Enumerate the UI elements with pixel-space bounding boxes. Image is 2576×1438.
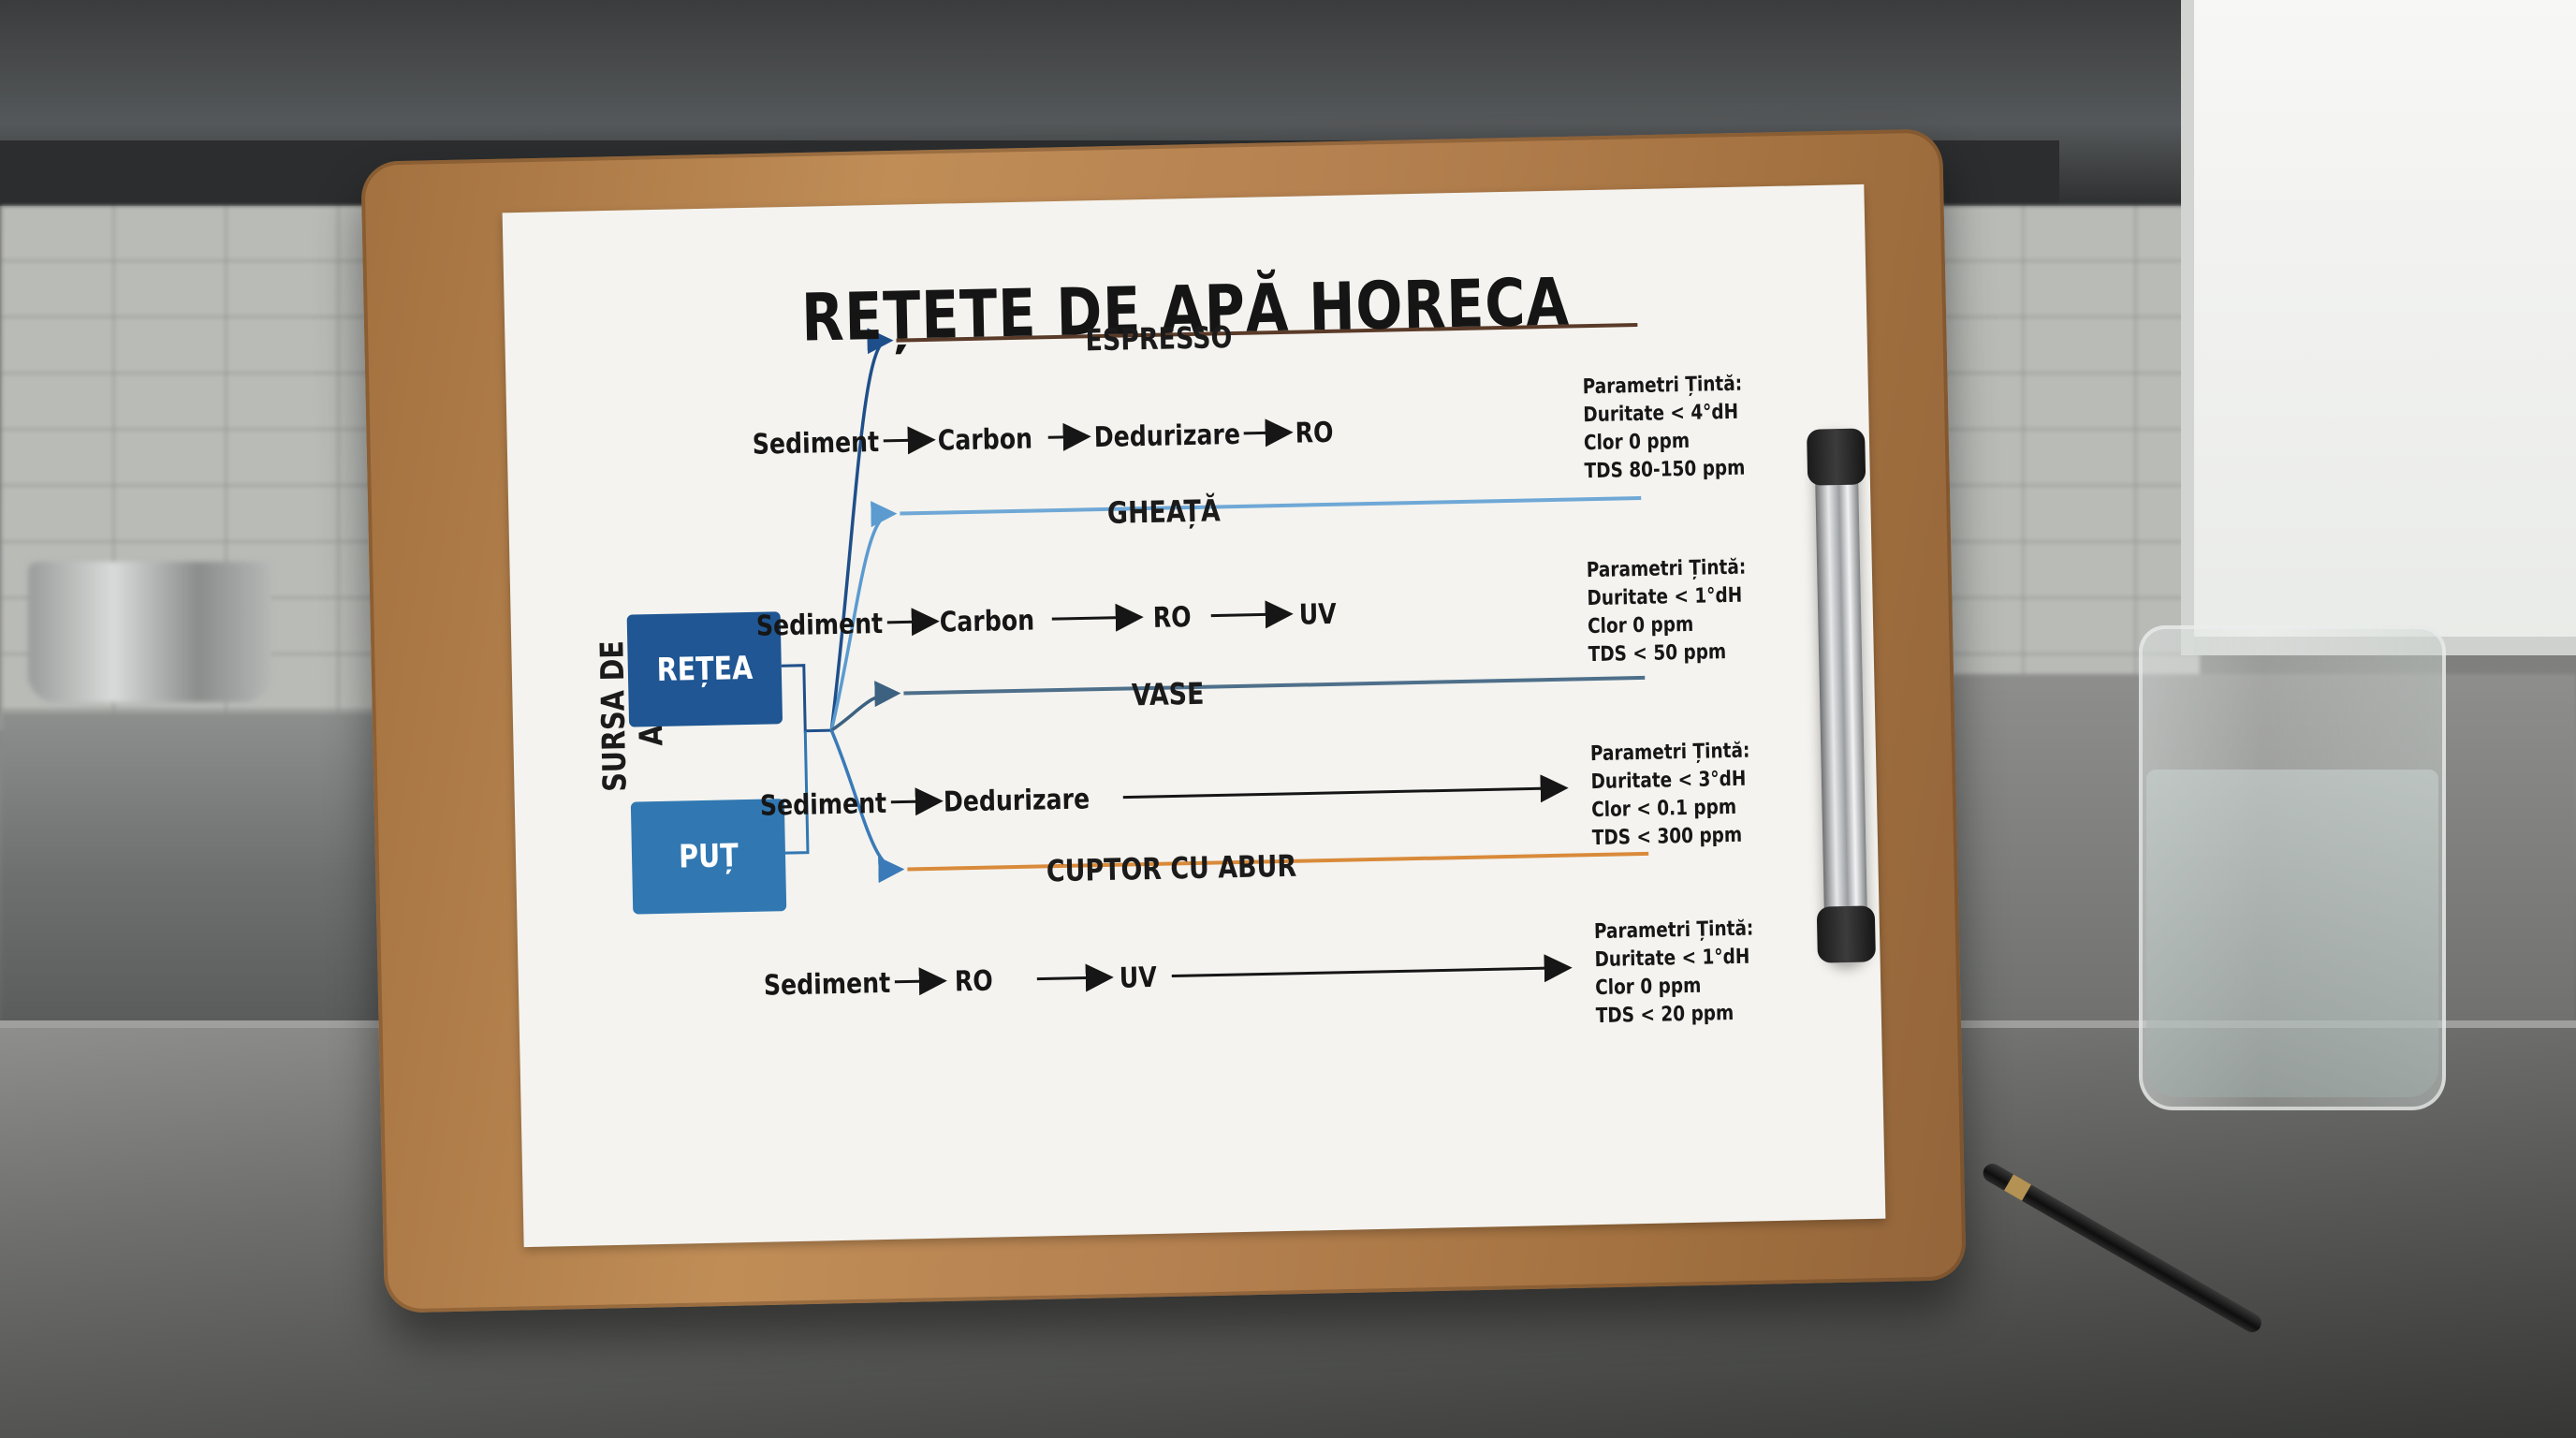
target-parameters: Parametri Țintă: Duritate < 3°dH Clor < … xyxy=(1590,737,1798,854)
params-title: Parametri Țintă: xyxy=(1582,372,1743,400)
process-arrow xyxy=(890,787,944,816)
source-node-label: PUȚ xyxy=(678,837,739,876)
param-item: Clor 0 ppm xyxy=(1583,429,1690,456)
branch-connector xyxy=(830,681,901,732)
branch-connector xyxy=(829,501,898,731)
clip-rail xyxy=(1814,428,1868,963)
recipe-heading-line xyxy=(896,322,1638,343)
process-arrow xyxy=(894,967,947,996)
recipe-heading-line xyxy=(907,851,1649,872)
recipe-step: Sediment xyxy=(759,786,887,823)
water-glass xyxy=(2139,625,2446,1110)
recipe-heading-line xyxy=(900,495,1642,516)
branch-connector xyxy=(829,328,894,731)
param-item: TDS < 300 ppm xyxy=(1591,823,1743,851)
process-arrow xyxy=(886,608,940,637)
clip-cap-bottom xyxy=(1816,905,1876,963)
param-item: Clor < 0.1 ppm xyxy=(1590,795,1737,823)
recipe-step: UV xyxy=(1298,597,1338,632)
params-title: Parametri Țintă: xyxy=(1586,555,1747,583)
recipe-heading-line xyxy=(903,675,1646,696)
process-arrow xyxy=(1122,774,1569,803)
recipe-step: Sediment xyxy=(763,966,891,1003)
param-item: Duritate < 1°dH xyxy=(1587,583,1743,611)
param-item: TDS < 20 ppm xyxy=(1595,1001,1734,1029)
process-arrow xyxy=(883,426,936,455)
process-arrow xyxy=(1210,600,1294,629)
process-arrow xyxy=(1171,954,1573,983)
params-title: Parametri Țintă: xyxy=(1593,917,1754,945)
connector-layer xyxy=(781,322,1649,996)
recipe-step: Dedurizare xyxy=(1093,418,1241,455)
clip-cap-top xyxy=(1807,428,1866,486)
water xyxy=(2146,770,2438,1097)
branch-connector xyxy=(829,729,905,884)
param-item: Clor 0 ppm xyxy=(1594,974,1702,1001)
recipe-step: RO xyxy=(954,964,994,999)
process-arrow xyxy=(1051,603,1144,632)
param-item: TDS < 50 ppm xyxy=(1588,640,1727,668)
param-item: Clor 0 ppm xyxy=(1587,612,1694,639)
target-parameters: Parametri Țintă: Duritate < 1°dH Clor 0 … xyxy=(1587,553,1794,670)
process-arrow xyxy=(1047,422,1091,451)
param-item: Duritate < 1°dH xyxy=(1594,945,1750,973)
source-connector xyxy=(784,730,810,855)
target-parameters: Parametri Țintă: Duritate < 4°dH Clor 0 … xyxy=(1582,370,1790,487)
params-title: Parametri Țintă: xyxy=(1589,739,1750,767)
param-item: Duritate < 4°dH xyxy=(1583,400,1739,428)
kitchen-window xyxy=(2181,0,2576,655)
recipe-step: Carbon xyxy=(937,422,1033,458)
recipe-step: RO xyxy=(1295,416,1334,450)
recipe-step: Dedurizare xyxy=(943,783,1090,819)
recipe-step: UV xyxy=(1119,961,1158,995)
param-item: TDS 80-150 ppm xyxy=(1584,456,1746,484)
recipe-step: Sediment xyxy=(752,425,880,462)
process-arrow xyxy=(1036,963,1114,992)
recipe-step: Sediment xyxy=(755,607,884,643)
recipe-step: RO xyxy=(1152,601,1192,635)
param-item: Duritate < 3°dH xyxy=(1590,767,1747,795)
source-connector xyxy=(781,664,832,733)
target-parameters: Parametri Țintă: Duritate < 1°dH Clor 0 … xyxy=(1594,914,1802,1031)
clipboard-clip xyxy=(1795,428,1889,963)
water-recipes-diagram: REȚETE DE APĂ HORECA SURSA DE APĂ REȚEA … xyxy=(503,184,1886,1247)
cooking-pot xyxy=(28,562,271,702)
source-node-label: REȚEA xyxy=(656,649,754,690)
recipe-step: Carbon xyxy=(939,604,1035,639)
